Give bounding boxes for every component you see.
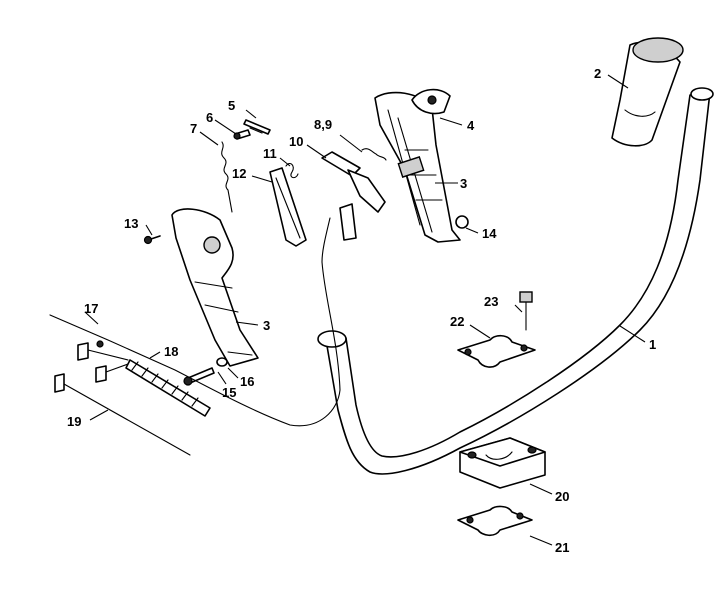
callout-8-9: 8,9 bbox=[314, 117, 332, 132]
lever-12 bbox=[269, 167, 307, 247]
callout-23: 23 bbox=[484, 294, 498, 309]
trigger-lever bbox=[347, 169, 386, 213]
ground-wire-19 bbox=[54, 373, 191, 456]
pin-5 bbox=[243, 119, 271, 135]
callout-6: 6 bbox=[206, 110, 213, 125]
grip-sleeve bbox=[611, 37, 684, 147]
switch-block bbox=[321, 203, 357, 263]
callout-22: 22 bbox=[450, 314, 464, 329]
screw-6 bbox=[233, 129, 251, 140]
handle-cap bbox=[411, 88, 451, 115]
control-handle-left bbox=[171, 208, 259, 367]
callout-19: 19 bbox=[67, 414, 81, 429]
callout-5: 5 bbox=[228, 98, 235, 113]
cable-connectors bbox=[77, 340, 129, 383]
callout-21: 21 bbox=[555, 540, 569, 555]
clamp-strap-22 bbox=[457, 334, 536, 368]
bolt-23 bbox=[519, 291, 533, 331]
callout-3-left: 3 bbox=[263, 318, 270, 333]
callout-3-right: 3 bbox=[460, 176, 467, 191]
callout-16: 16 bbox=[240, 374, 254, 389]
control-handle-right bbox=[374, 91, 461, 243]
callout-18: 18 bbox=[164, 344, 178, 359]
screw-13 bbox=[143, 235, 161, 245]
callout-4: 4 bbox=[467, 118, 475, 133]
callout-17: 17 bbox=[84, 301, 98, 316]
callout-labels: 1 2 3 3 4 5 6 7 8,9 10 11 12 13 14 15 16… bbox=[67, 66, 656, 555]
spring-8-9 bbox=[361, 148, 387, 161]
callout-7: 7 bbox=[190, 121, 197, 136]
callout-1: 1 bbox=[649, 337, 656, 352]
callout-13: 13 bbox=[124, 216, 138, 231]
callout-15: 15 bbox=[222, 385, 236, 400]
callout-20: 20 bbox=[555, 489, 569, 504]
washer-16 bbox=[216, 357, 228, 367]
spring-11 bbox=[285, 163, 299, 179]
throttle-cable bbox=[49, 261, 341, 427]
clamp-strap-21 bbox=[457, 505, 533, 537]
handlebar-tube bbox=[317, 87, 714, 475]
leader-lines bbox=[84, 74, 646, 546]
slide-10 bbox=[321, 151, 361, 177]
callout-14: 14 bbox=[482, 226, 497, 241]
cable-sleeve-18 bbox=[125, 359, 211, 417]
spring-7 bbox=[221, 141, 233, 213]
callout-12: 12 bbox=[232, 166, 246, 181]
screw-15 bbox=[183, 367, 215, 386]
callout-11: 11 bbox=[263, 146, 277, 161]
callout-10: 10 bbox=[289, 134, 303, 149]
clamp-block-20 bbox=[459, 437, 546, 489]
callout-2: 2 bbox=[594, 66, 601, 81]
nut-14 bbox=[455, 215, 469, 229]
